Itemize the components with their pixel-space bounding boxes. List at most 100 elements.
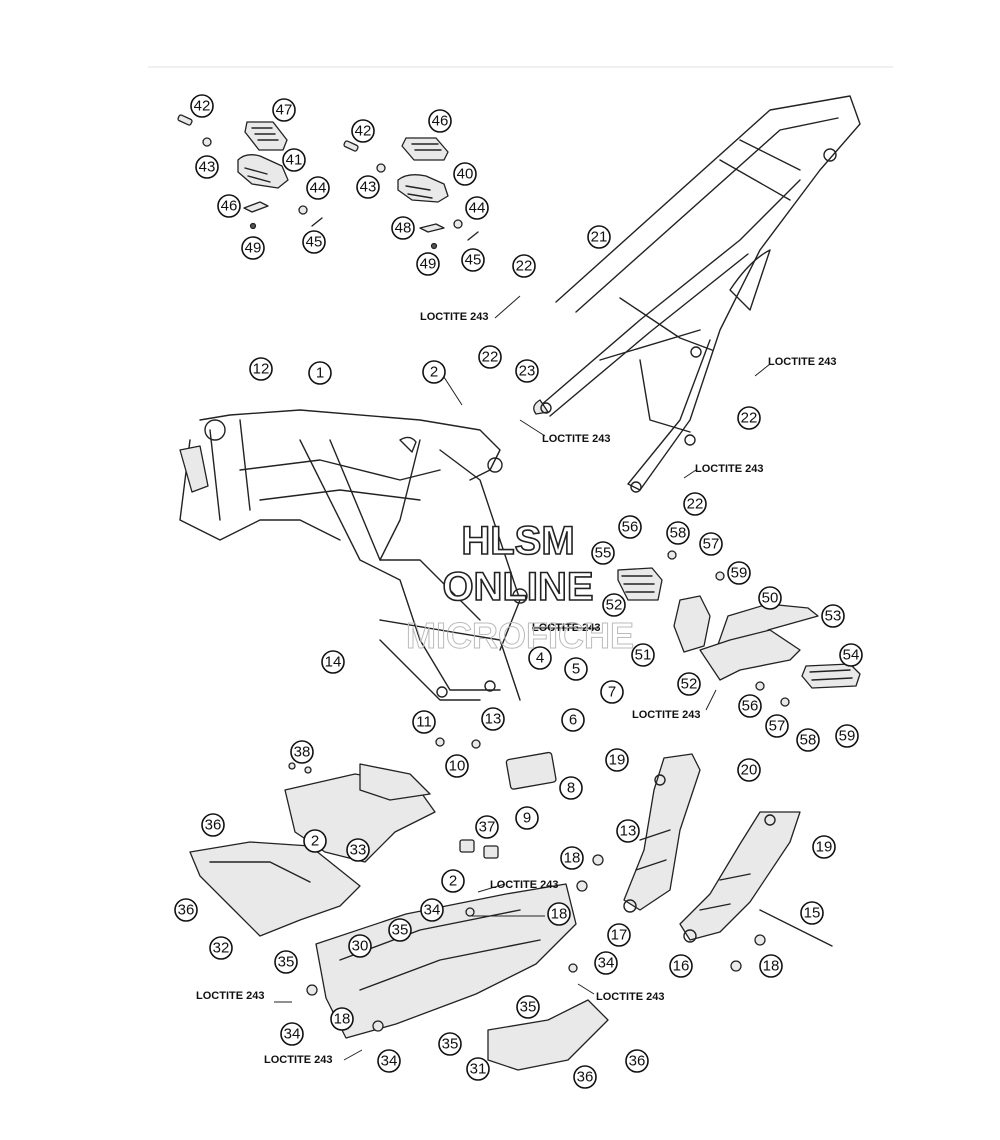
part-callout: 59 — [727, 561, 751, 585]
svg-text:35: 35 — [392, 922, 409, 939]
svg-text:35: 35 — [278, 954, 295, 971]
svg-text:18: 18 — [334, 1011, 351, 1028]
loctite-label: LOCTITE 243 — [695, 463, 763, 475]
part-callout: 10 — [445, 754, 469, 778]
svg-text:19: 19 — [816, 839, 833, 856]
part-callout: 52 — [677, 672, 701, 696]
part-callout: 34 — [280, 1022, 304, 1046]
svg-text:44: 44 — [469, 200, 486, 217]
svg-text:58: 58 — [670, 525, 687, 542]
svg-text:51: 51 — [635, 647, 652, 664]
part-callout: 7 — [600, 680, 624, 704]
part-callout: 22 — [737, 406, 761, 430]
svg-text:14: 14 — [325, 654, 342, 671]
part-callout: 48 — [391, 216, 415, 240]
part-callout: 32 — [209, 936, 233, 960]
part-callout: 22 — [478, 345, 502, 369]
part-callout: 51 — [631, 643, 655, 667]
watermark-line-2: ONLINE — [442, 565, 593, 609]
svg-text:34: 34 — [284, 1026, 301, 1043]
svg-text:41: 41 — [286, 152, 303, 169]
part-callout: 18 — [330, 1007, 354, 1031]
svg-text:1: 1 — [316, 365, 324, 382]
part-callout: 57 — [699, 532, 723, 556]
part-callout: 46 — [217, 194, 241, 218]
svg-text:18: 18 — [564, 850, 581, 867]
part-callout: 21 — [587, 225, 611, 249]
svg-text:36: 36 — [629, 1053, 646, 1070]
svg-text:59: 59 — [839, 728, 856, 745]
part-callout: 35 — [516, 995, 540, 1019]
svg-text:30: 30 — [352, 938, 369, 955]
part-callout: 18 — [759, 954, 783, 978]
part-callout: 47 — [272, 98, 296, 122]
svg-text:4: 4 — [536, 650, 544, 667]
part-callout: 18 — [547, 902, 571, 926]
svg-text:35: 35 — [520, 999, 537, 1016]
part-callout: 36 — [625, 1049, 649, 1073]
watermark-line-3: MICROFICHE — [406, 615, 634, 656]
part-callout: 38 — [290, 740, 314, 764]
svg-text:34: 34 — [424, 902, 441, 919]
part-callout: 20 — [737, 758, 761, 782]
part-callout: 34 — [377, 1049, 401, 1073]
svg-text:55: 55 — [595, 545, 612, 562]
svg-text:57: 57 — [703, 536, 720, 553]
footpeg-brackets — [623, 753, 833, 972]
part-callout: 33 — [346, 838, 370, 862]
part-callout: 12 — [249, 357, 273, 381]
skid-plates — [189, 737, 609, 1071]
svg-text:43: 43 — [199, 159, 216, 176]
part-callout: 50 — [758, 586, 782, 610]
svg-text:23: 23 — [519, 363, 536, 380]
part-callout: 55 — [591, 541, 615, 565]
part-callout: 41 — [282, 148, 306, 172]
part-callout: 35 — [274, 950, 298, 974]
part-callouts: 42 47 41 43 44 46 45 49 42 46 43 40 48 4… — [174, 94, 863, 1089]
footpeg-set-left — [177, 114, 323, 230]
loctite-label: LOCTITE 243 — [632, 709, 700, 721]
svg-text:10: 10 — [449, 758, 466, 775]
svg-text:47: 47 — [276, 102, 293, 119]
svg-text:11: 11 — [416, 714, 432, 731]
part-callout: 56 — [738, 694, 762, 718]
svg-text:21: 21 — [591, 229, 608, 246]
svg-text:56: 56 — [622, 519, 639, 536]
svg-text:9: 9 — [523, 810, 531, 827]
part-callout: 53 — [821, 604, 845, 628]
svg-text:20: 20 — [741, 762, 758, 779]
loctite-label: LOCTITE 243 — [596, 991, 664, 1003]
part-callout: 36 — [174, 898, 198, 922]
part-callout: 18 — [560, 846, 584, 870]
part-callout: 42 — [351, 119, 375, 143]
part-callout: 17 — [607, 923, 631, 947]
svg-text:12: 12 — [253, 361, 270, 378]
part-callout: 52 — [602, 593, 626, 617]
part-callout: 43 — [356, 175, 380, 199]
svg-text:22: 22 — [687, 496, 704, 513]
main-frame — [179, 409, 528, 701]
svg-text:34: 34 — [381, 1053, 398, 1070]
part-callout: 34 — [420, 898, 444, 922]
part-callout: 42 — [190, 94, 214, 118]
svg-text:13: 13 — [620, 823, 637, 840]
svg-text:33: 33 — [350, 842, 367, 859]
svg-text:16: 16 — [673, 958, 690, 975]
svg-text:15: 15 — [804, 905, 821, 922]
svg-text:36: 36 — [178, 902, 195, 919]
part-callout: 56 — [618, 515, 642, 539]
part-callout: 45 — [461, 248, 485, 272]
svg-text:17: 17 — [611, 927, 628, 944]
svg-text:35: 35 — [442, 1036, 459, 1053]
svg-text:45: 45 — [465, 252, 482, 269]
svg-text:42: 42 — [194, 98, 211, 115]
part-callout: 2 — [441, 869, 465, 893]
watermark-line-1: HLSM — [461, 519, 574, 563]
rear-footpeg-assembly — [617, 550, 861, 707]
part-callout: 19 — [812, 835, 836, 859]
part-callout: 45 — [302, 230, 326, 254]
svg-text:2: 2 — [430, 364, 438, 381]
loctite-label: LOCTITE 243 — [420, 311, 488, 323]
part-callout: 8 — [559, 776, 583, 800]
